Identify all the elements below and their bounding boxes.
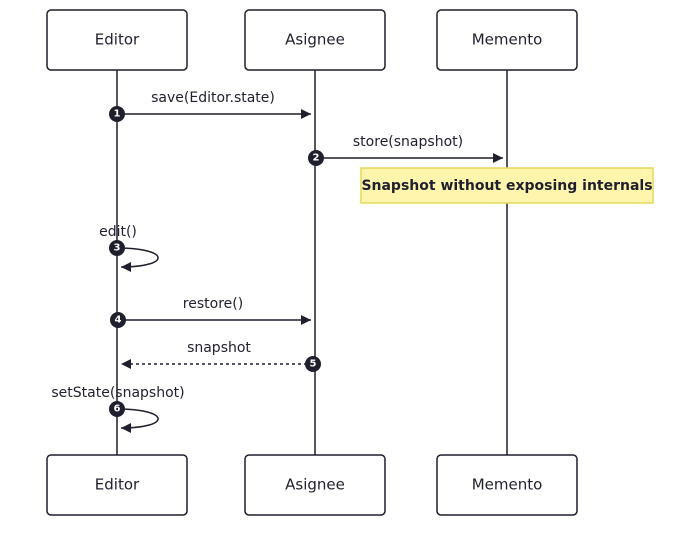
message-store: store(snapshot) 2 [308, 134, 503, 166]
message-label: save(Editor.state) [151, 90, 275, 106]
message-label: restore() [183, 296, 243, 312]
message-label: setState(snapshot) [51, 385, 184, 401]
actor-memento-bottom[interactable]: Memento [436, 454, 578, 516]
sequence-number-badge [308, 150, 324, 166]
actor-asignee-bottom[interactable]: Asignee [244, 454, 386, 516]
message-label: snapshot [187, 340, 251, 356]
note: Snapshot without exposing internals [360, 167, 654, 204]
sequence-number-badge [109, 106, 125, 122]
message-label: store(snapshot) [353, 134, 463, 150]
sequence-number-badge [109, 240, 125, 256]
sequence-number-badge [305, 356, 321, 372]
actor-asignee-top[interactable]: Asignee [244, 9, 386, 71]
actor-label: Asignee [285, 476, 345, 494]
message-edit: edit() 3 [99, 224, 159, 272]
sequence-number: 1 [114, 109, 121, 120]
actor-label: Editor [95, 476, 140, 494]
note-text: Snapshot without exposing internals [361, 178, 652, 194]
message-label: edit() [99, 224, 137, 240]
actor-memento-top[interactable]: Memento [436, 9, 578, 71]
message-setstate: setState(snapshot) 6 [51, 385, 185, 433]
sequence-number: 4 [115, 315, 122, 326]
message-save: save(Editor.state) 1 [109, 90, 311, 122]
message-arrow [116, 408, 159, 433]
message-arrow [116, 247, 159, 272]
sequence-number: 5 [310, 359, 317, 370]
message-restore: restore() 4 [110, 296, 311, 328]
actor-label: Editor [95, 31, 140, 49]
actor-label: Asignee [285, 31, 345, 49]
sequence-number: 3 [114, 243, 121, 254]
actor-editor-top[interactable]: Editor [46, 9, 188, 71]
actor-label: Memento [472, 476, 543, 494]
actor-label: Memento [472, 31, 543, 49]
sequence-number: 6 [114, 404, 121, 415]
message-snapshot-return: snapshot 5 [121, 340, 321, 372]
sequence-number-badge [110, 312, 126, 328]
sequence-number-badge [109, 401, 125, 417]
actor-editor-bottom[interactable]: Editor [46, 454, 188, 516]
sequence-number: 2 [313, 153, 320, 164]
